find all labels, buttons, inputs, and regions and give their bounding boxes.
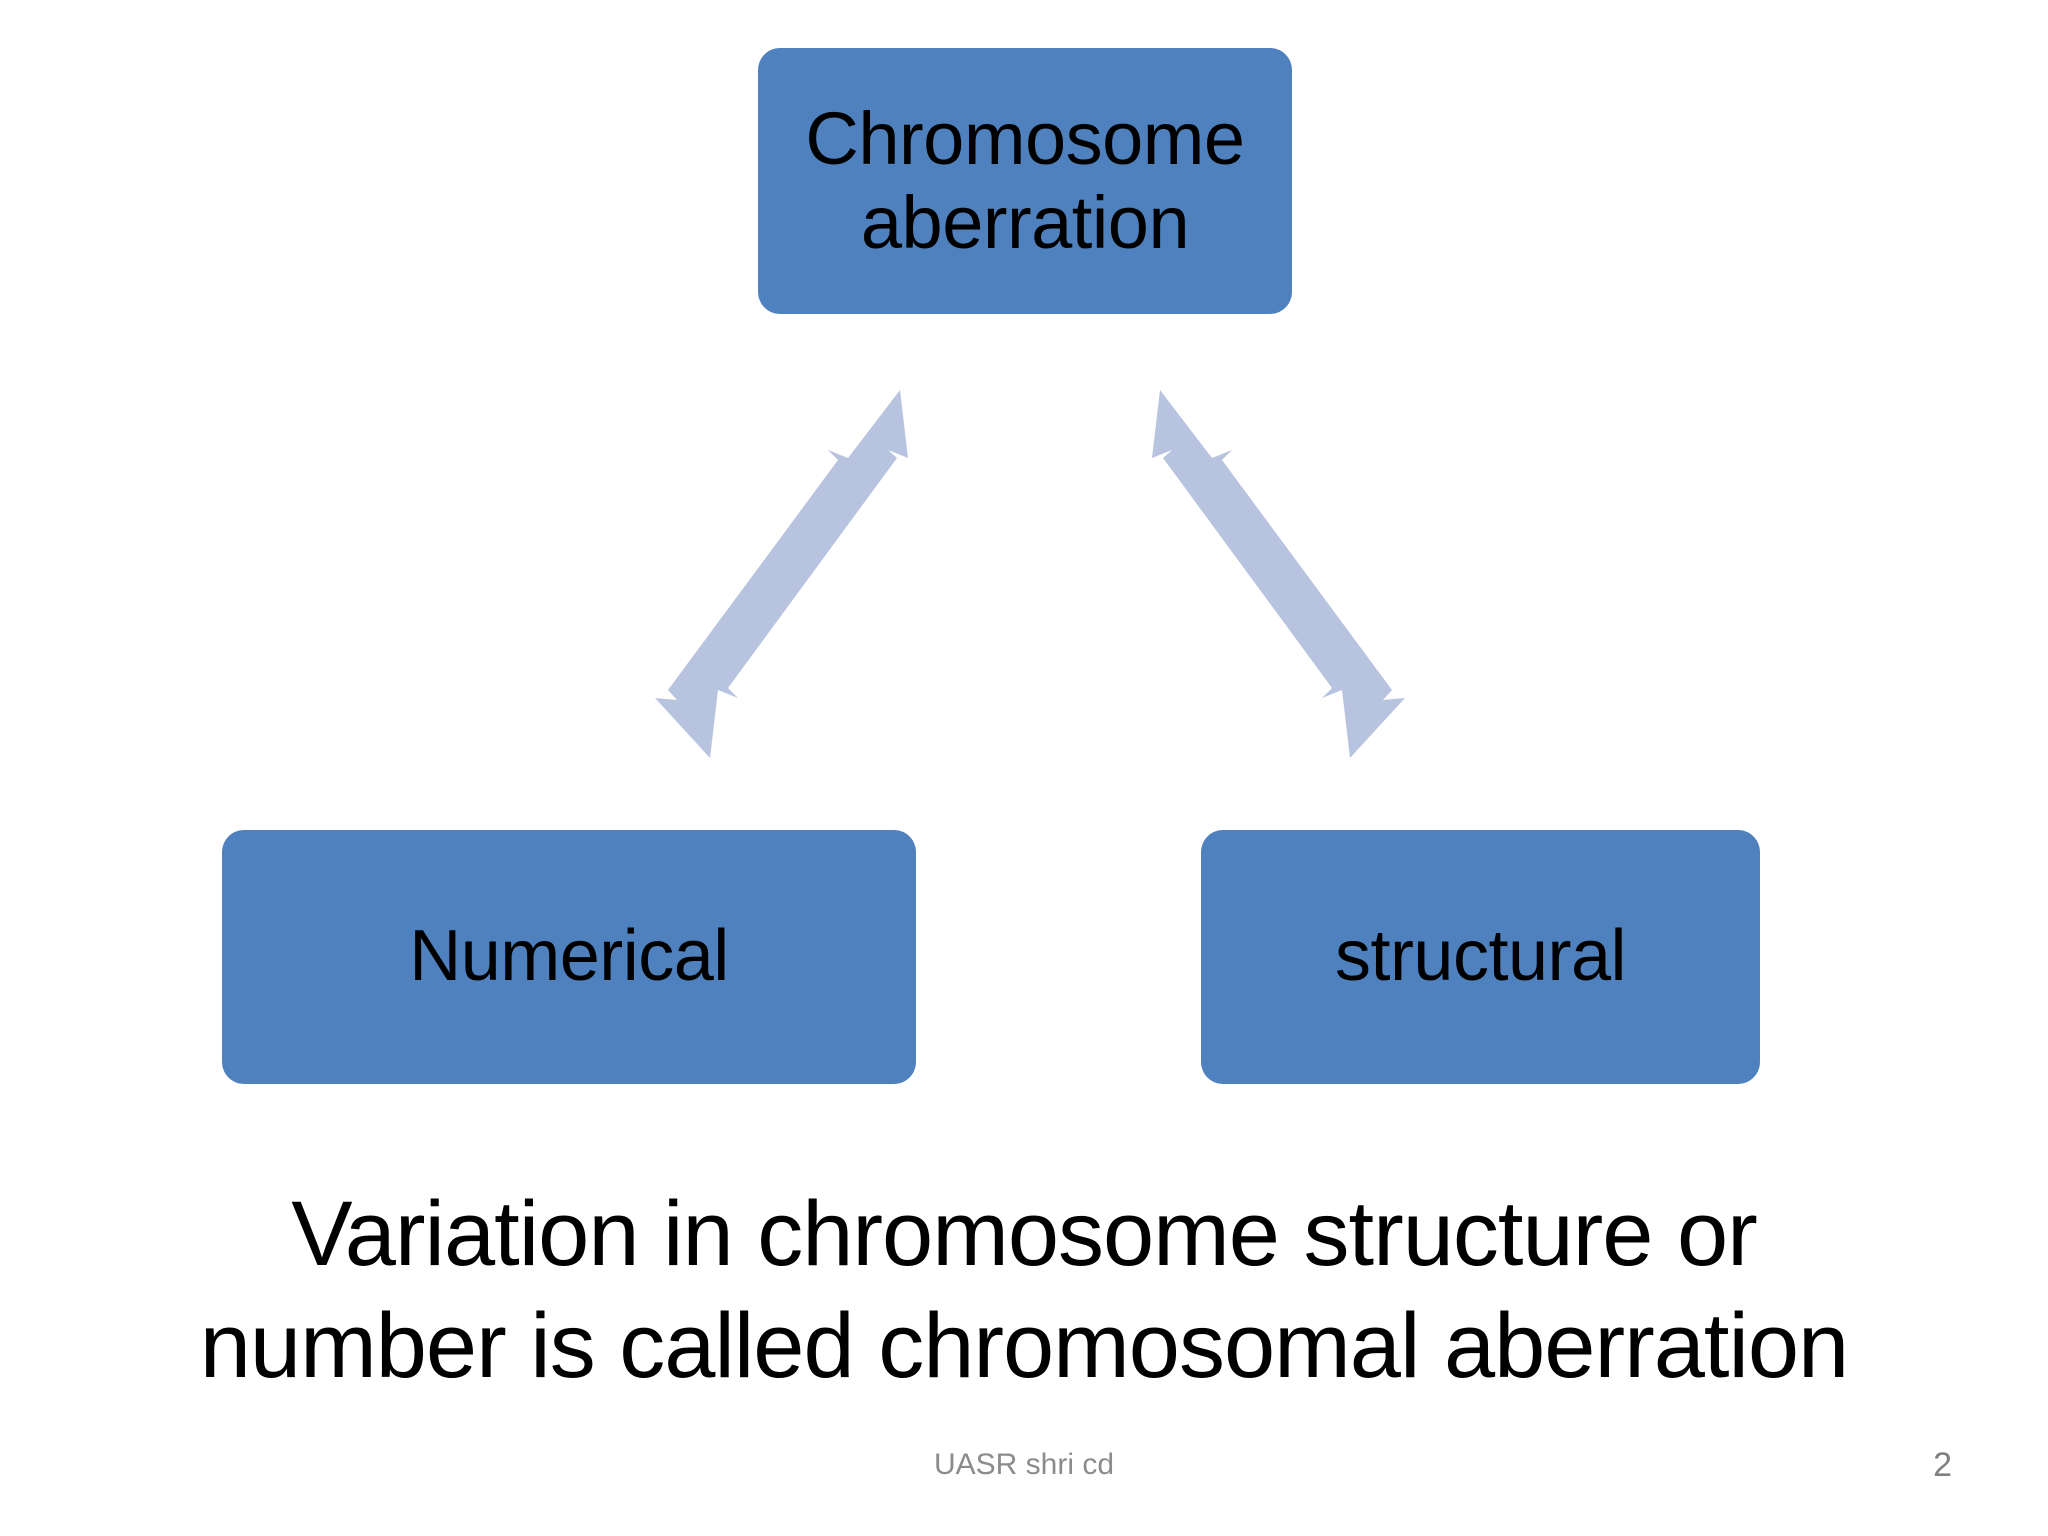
diagram-node-chromosome-aberration[interactable]: Chromosome aberration (758, 48, 1292, 314)
connector-left-double-arrow (655, 390, 908, 758)
arrow-shape (655, 390, 908, 758)
caption-line-2: number is called chromosomal aberration (199, 1295, 1849, 1398)
node-label-numerical: Numerical (409, 916, 729, 997)
diagram-node-numerical[interactable]: Numerical (222, 830, 916, 1084)
slide-caption: Variation in chromosome structure or num… (0, 1178, 2048, 1402)
connector-right-double-arrow (1152, 390, 1405, 758)
caption-line-1: Variation in chromosome structure or (291, 1183, 1758, 1285)
node-label-chromosome-aberration: Chromosome aberration (779, 97, 1270, 264)
arrow-shape (1152, 390, 1405, 758)
node-label-structural: structural (1334, 916, 1627, 997)
diagram-node-structural[interactable]: structural (1201, 830, 1760, 1084)
slide-footer-note: UASR shri cd (933, 1448, 1115, 1481)
node-label-line-1: Chromosome (805, 97, 1245, 181)
slide-page-number: 2 (1933, 1446, 1952, 1484)
node-label-line-2: aberration (860, 181, 1190, 264)
